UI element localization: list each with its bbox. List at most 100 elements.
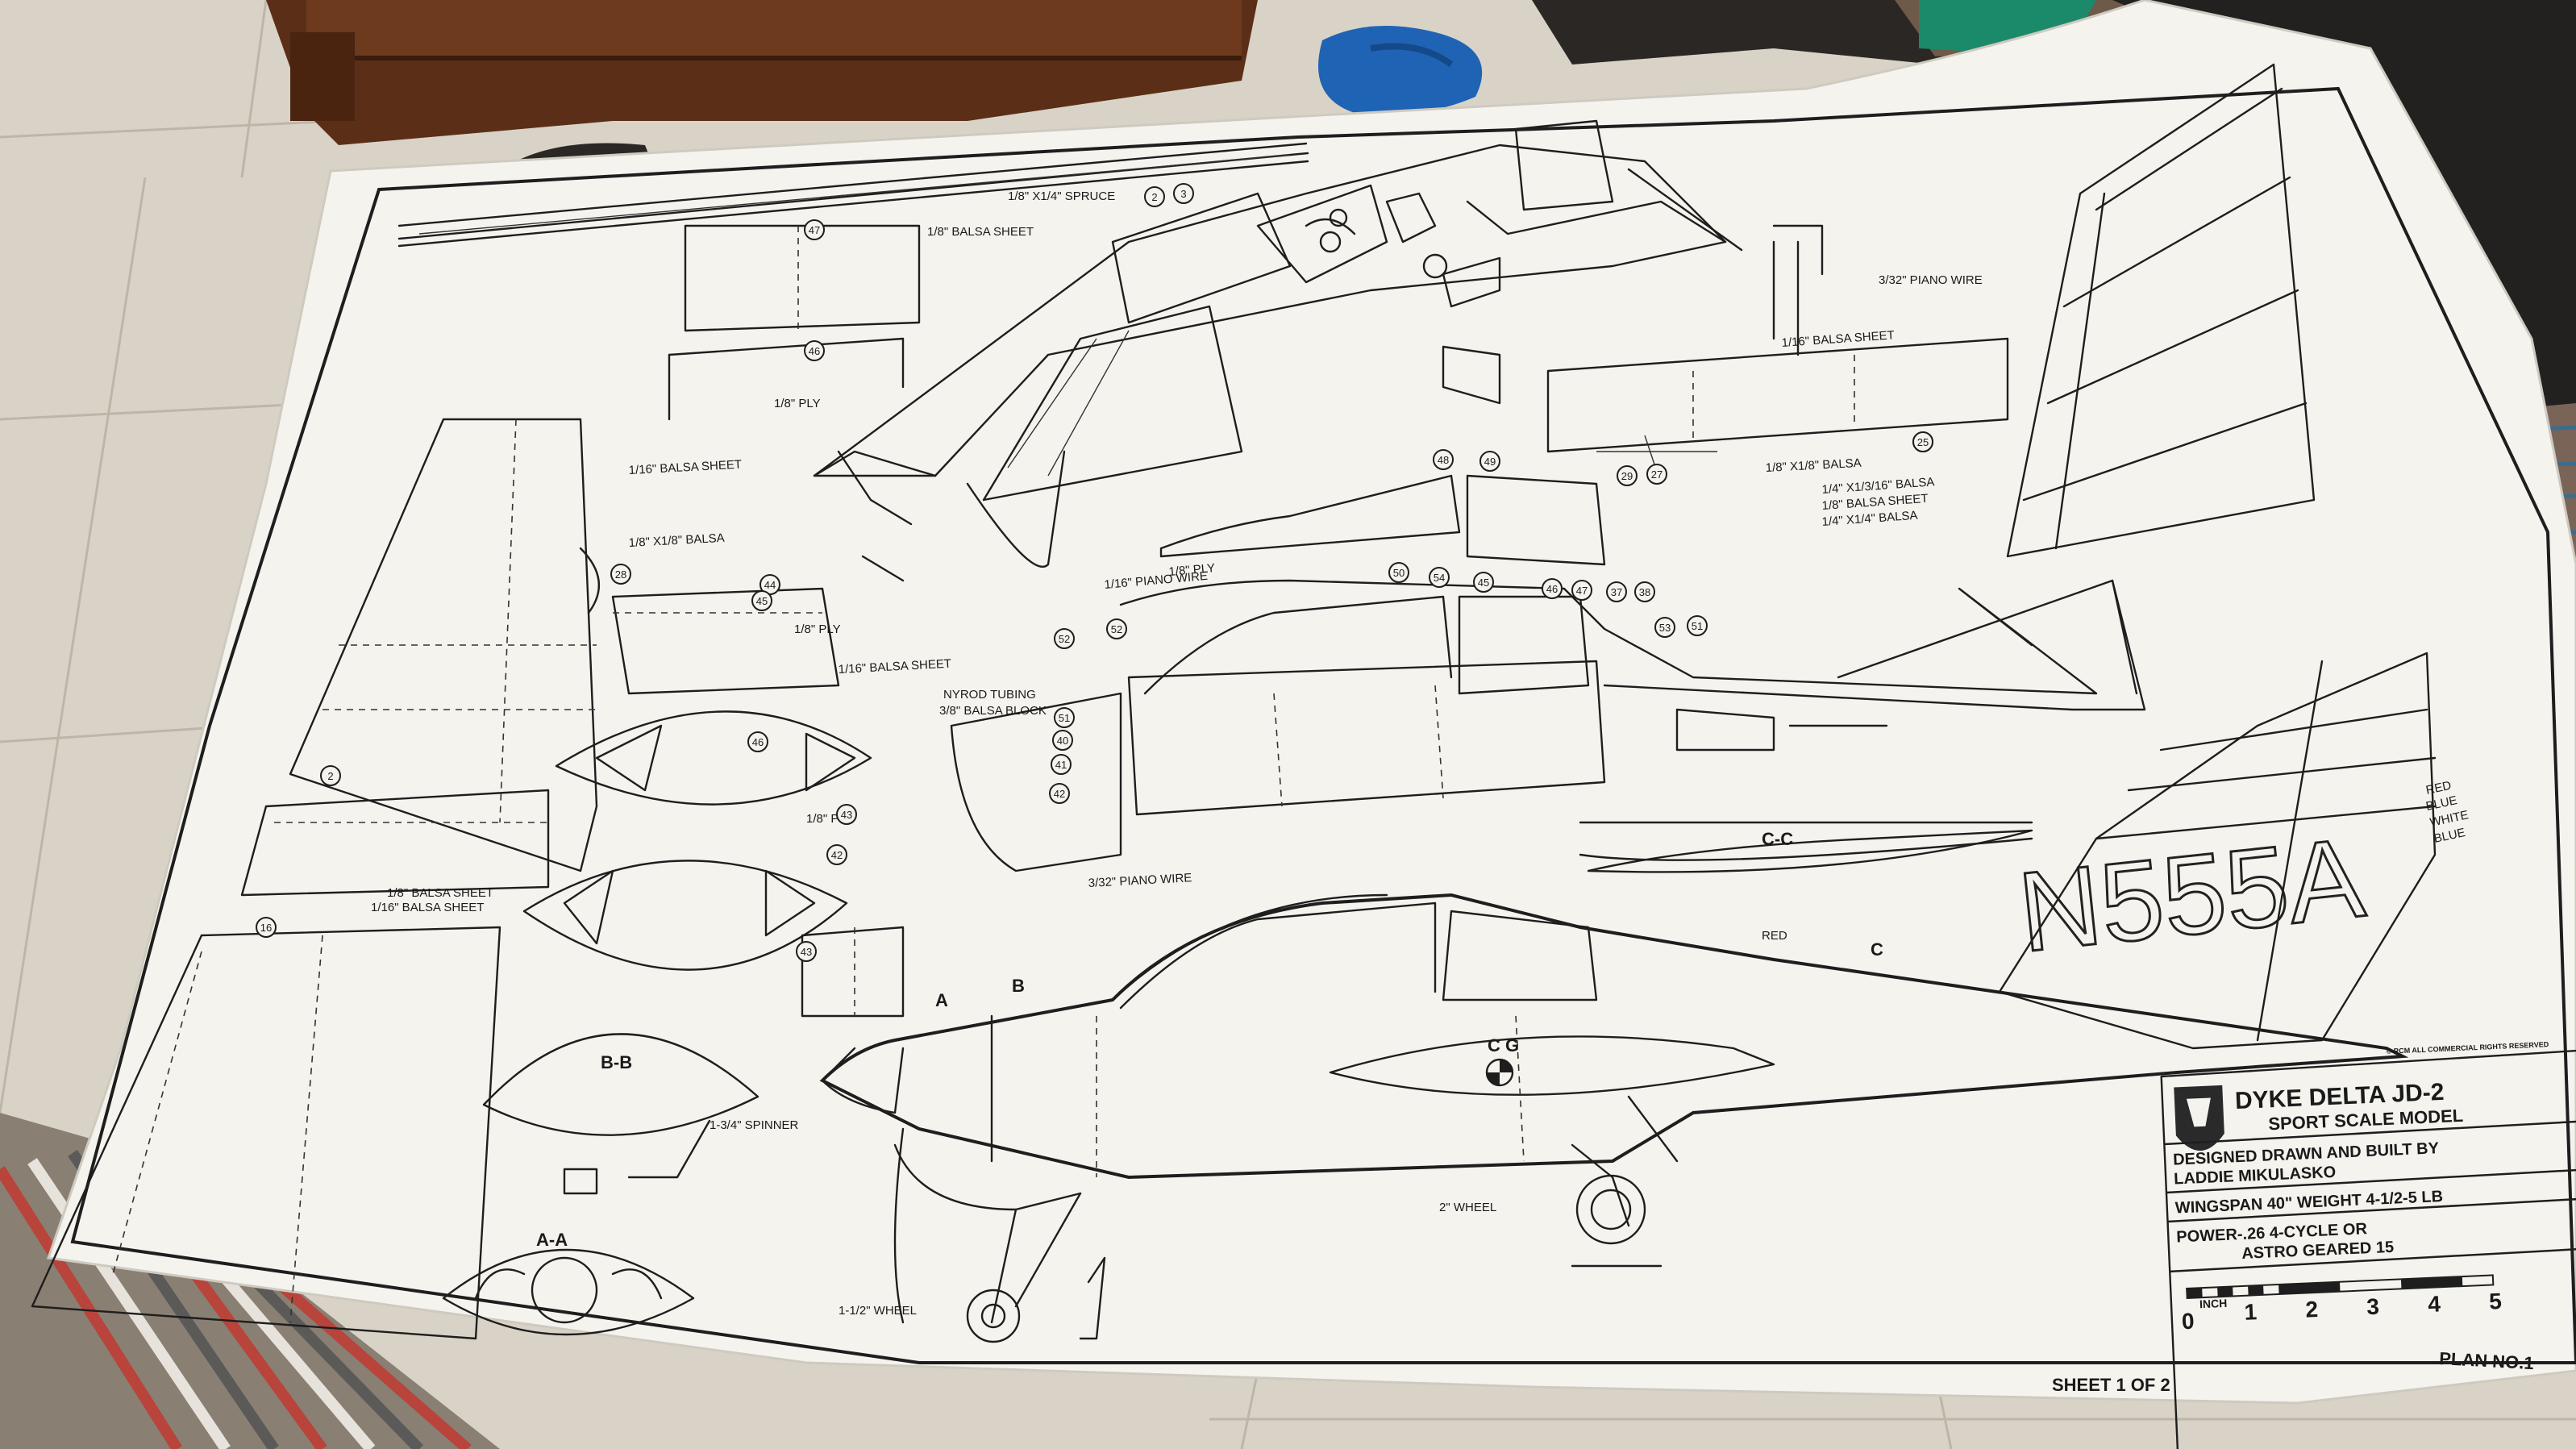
- sheet-number: SHEET 1 OF 2: [2052, 1375, 2170, 1395]
- part-number: 28: [615, 568, 626, 581]
- part-number: 46: [1546, 583, 1558, 595]
- part-callout-16: 16: [256, 917, 277, 938]
- label-nyrod-tubing: NYROD TUBING: [943, 688, 1036, 702]
- part-number: 16: [260, 922, 272, 934]
- part-number: 54: [1434, 572, 1445, 584]
- label-lower-balsa-sheet-1-16: 1/16" BALSA SHEET: [371, 901, 484, 914]
- part-number: 46: [752, 736, 764, 748]
- spruce-strip: [397, 142, 1309, 248]
- label-cg: C G: [1488, 1035, 1519, 1056]
- part-callout-43: 43: [836, 804, 857, 825]
- part-number: 52: [1111, 623, 1122, 635]
- scale-tick-2: 2: [2305, 1297, 2319, 1322]
- label-spruce: 1/8" X1/4" SPRUCE: [1008, 189, 1115, 203]
- label-spinner: 1-3/4" SPINNER: [710, 1118, 799, 1132]
- scale-tick-4: 4: [2428, 1291, 2441, 1317]
- part-callout-42: 42: [1049, 783, 1070, 804]
- plan-number: PLAN NO.1: [2439, 1348, 2535, 1373]
- part-callouts: 4746234849282927262550544546473738535152…: [256, 183, 1933, 962]
- label-balsa-block: 3/8" BALSA BLOCK: [939, 704, 1047, 718]
- part-number: 51: [1059, 712, 1070, 724]
- part-callout-50: 50: [1388, 562, 1409, 583]
- part-number: 29: [1621, 470, 1633, 482]
- part-callout-51: 51: [1687, 615, 1708, 636]
- part-number: 53: [1659, 622, 1671, 634]
- tail-side-view: [1998, 652, 2437, 1050]
- part-callout-52: 52: [1106, 618, 1127, 639]
- marker-b: B: [1012, 976, 1025, 996]
- part-number: 27: [1651, 468, 1663, 481]
- part-callout-3: 3: [1173, 183, 1194, 204]
- scale-tick-3: 3: [2366, 1294, 2380, 1320]
- scale-unit: INCH: [2199, 1297, 2228, 1310]
- part-number: 48: [1438, 454, 1449, 466]
- part-callout-41: 41: [1051, 754, 1072, 775]
- scale-tick-5: 5: [2489, 1289, 2503, 1314]
- scale-tick-0: 0: [2181, 1309, 2195, 1334]
- part-callout-37: 37: [1606, 581, 1627, 602]
- label-color-red: RED: [2424, 779, 2453, 797]
- label-1-1-2in-wheel: 1-1/2" WHEEL: [839, 1304, 917, 1318]
- part-number: 25: [1917, 436, 1929, 448]
- part-callout-53: 53: [1654, 617, 1675, 638]
- part-callout-52: 52: [1054, 628, 1075, 649]
- part-number: 42: [831, 849, 843, 861]
- part-callout-29: 29: [1617, 465, 1638, 486]
- stabilizer-plan: [1546, 224, 2009, 485]
- label-2in-wheel: 2" WHEEL: [1439, 1201, 1496, 1214]
- part-callout-2: 2: [320, 765, 341, 786]
- part-number: 41: [1055, 759, 1067, 771]
- part-callout-27: 27: [1646, 464, 1667, 485]
- part-number: 52: [1059, 633, 1070, 645]
- part-callout-43: 43: [796, 941, 817, 962]
- label-ply-b: 1/8" PLY: [794, 622, 841, 636]
- part-callout-47: 47: [804, 219, 825, 240]
- part-callout-25: 25: [1912, 431, 1933, 452]
- fuselage-side-view: [819, 893, 2409, 1364]
- label-balsa-sheet-1-8: 1/8" BALSA SHEET: [927, 225, 1034, 239]
- part-number: 47: [809, 224, 820, 236]
- label-section-aa: A-A: [536, 1230, 568, 1250]
- cabin-side-view: [950, 474, 2146, 872]
- rudder-plan: [2006, 63, 2316, 558]
- scale-bar: INCH 0 1 2 3 4 5: [2181, 1274, 2503, 1334]
- plan-sheet: [46, 0, 2576, 1405]
- fuselage-top-view: [813, 119, 1743, 582]
- part-callout-54: 54: [1429, 567, 1450, 588]
- part-callout-38: 38: [1634, 581, 1655, 602]
- part-number: 45: [756, 595, 768, 607]
- label-section-cc: C-C: [1762, 829, 1793, 849]
- part-number: 38: [1639, 586, 1650, 598]
- label-red-stripe: RED: [1762, 929, 1787, 943]
- part-callout-42: 42: [826, 844, 847, 865]
- label-ply-a: 1/8" PLY: [774, 397, 821, 410]
- marker-c: C: [1871, 939, 1883, 960]
- blue-fabric: [1318, 26, 1483, 115]
- label-piano-wire-3-32: 3/32" PIANO WIRE: [1879, 273, 1983, 287]
- wing-panel: [289, 418, 600, 872]
- part-number: 2: [1151, 191, 1157, 203]
- label-stab-balsa: 1/8" X1/8" BALSA: [1765, 456, 1862, 475]
- part-number: 47: [1576, 585, 1588, 597]
- part-callout-46: 46: [747, 731, 768, 752]
- part-number: 51: [1692, 620, 1703, 632]
- part-number: 46: [809, 345, 820, 357]
- label-wing-balsa: 1/8" X1/8" BALSA: [628, 531, 725, 550]
- label-lower-balsa-sheet-1-8: 1/8" BALSA SHEET: [387, 886, 493, 900]
- part-callout-47: 47: [1571, 580, 1592, 601]
- part-callout-46: 46: [804, 340, 825, 361]
- label-gear-piano-wire: 3/32" PIANO WIRE: [1088, 871, 1192, 890]
- part-number: 44: [764, 579, 776, 591]
- scale-tick-1: 1: [2244, 1299, 2258, 1325]
- part-callout-51: 51: [1054, 707, 1075, 728]
- formers: [442, 710, 872, 1336]
- part-callout-46: 46: [1542, 578, 1563, 599]
- part-callout-45: 45: [751, 590, 772, 611]
- part-callout-48: 48: [1433, 449, 1454, 470]
- part-number: 50: [1393, 567, 1405, 579]
- part-callout-40: 40: [1052, 730, 1073, 751]
- part-number: 3: [1180, 188, 1186, 200]
- marker-a: A: [935, 990, 948, 1010]
- label-section-bb: B-B: [601, 1052, 632, 1072]
- part-callout-49: 49: [1479, 451, 1500, 472]
